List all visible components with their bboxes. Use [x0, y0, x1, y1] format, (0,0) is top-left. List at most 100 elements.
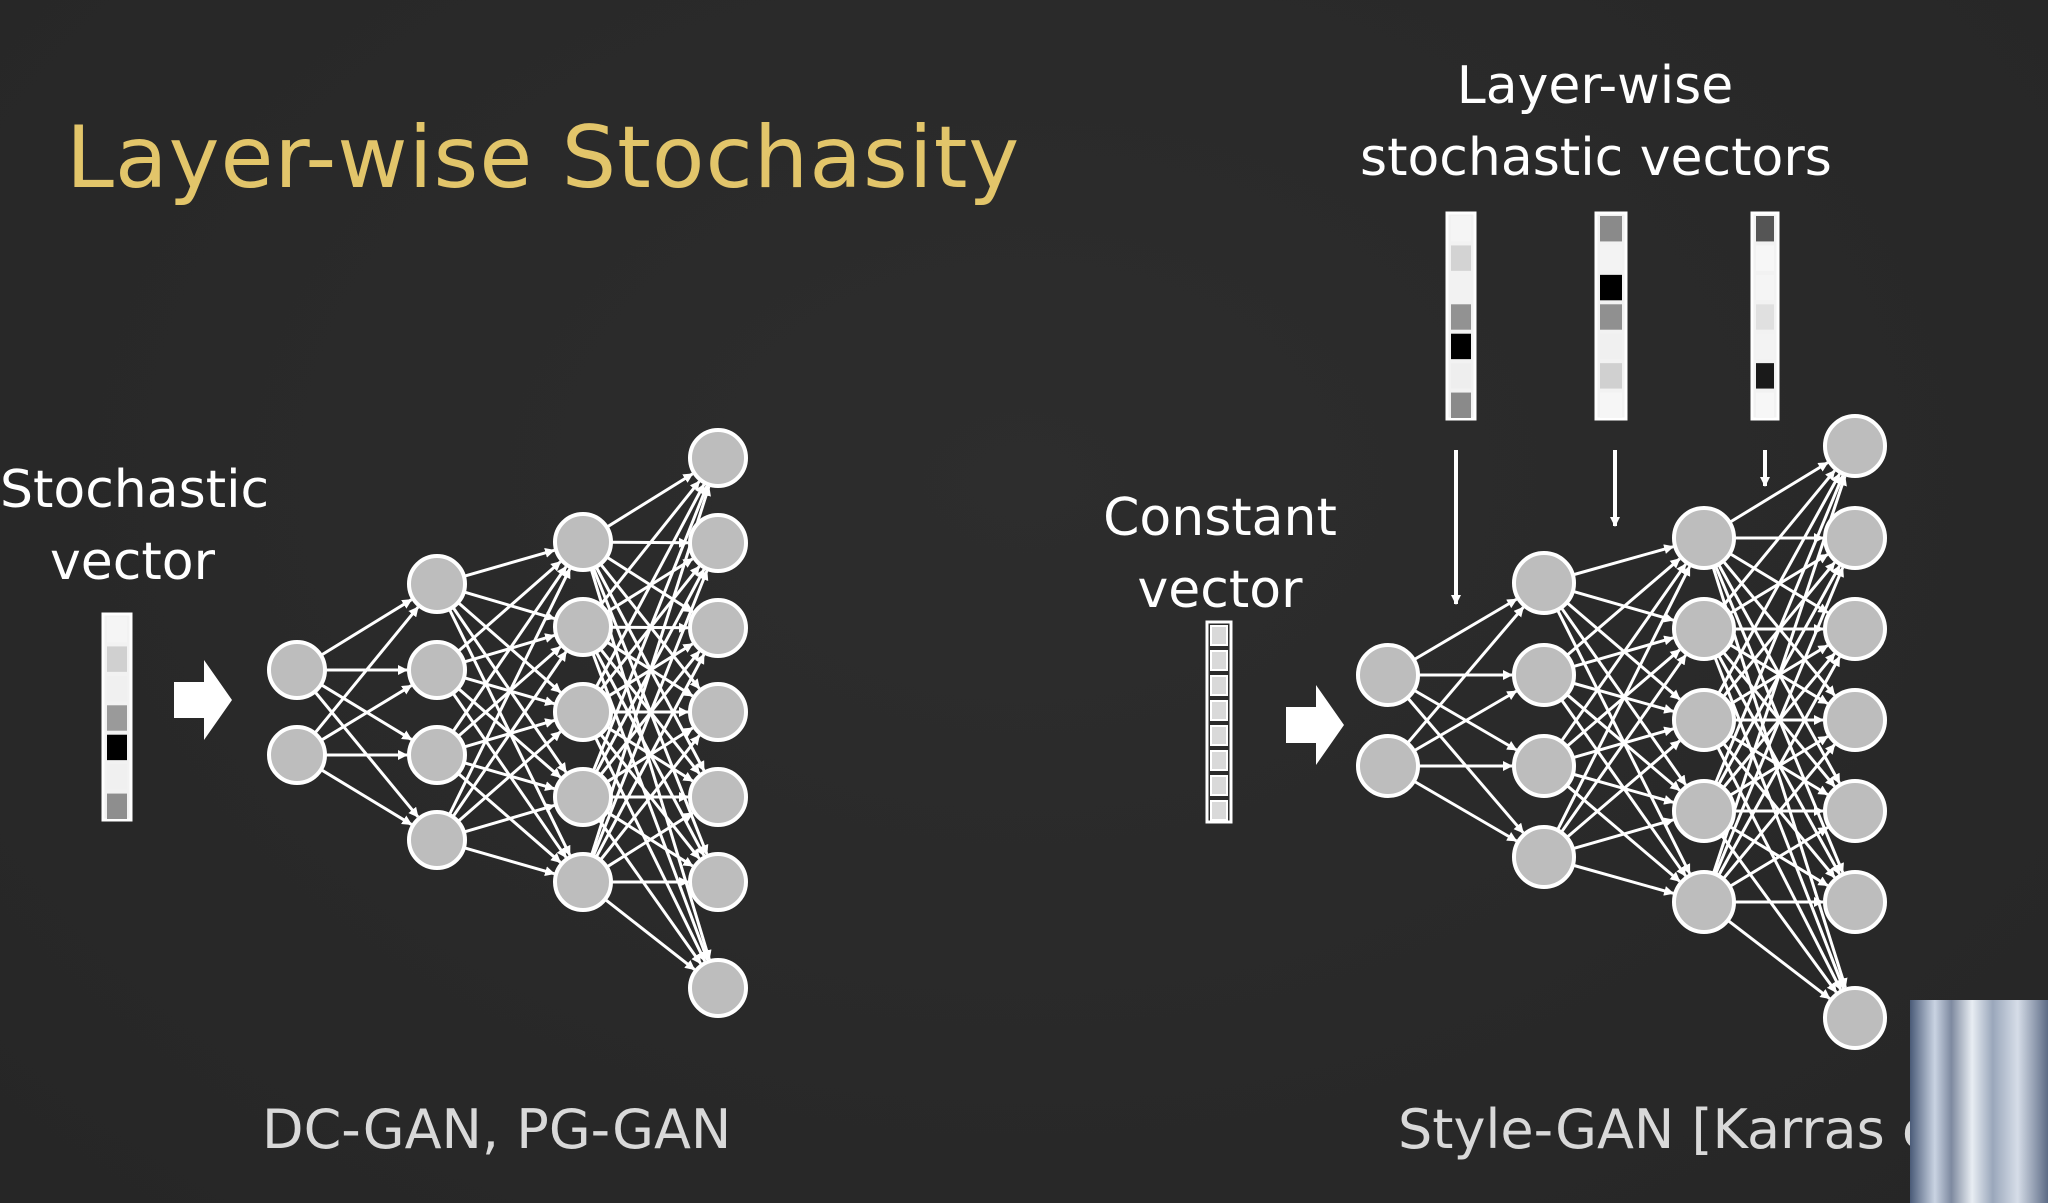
stochastic-vector-2-cell — [1600, 363, 1622, 389]
nodes — [267, 414, 1887, 1050]
right-neuron-layer4 — [1823, 688, 1887, 752]
left-edge — [463, 803, 556, 834]
right-edge — [1722, 743, 1836, 880]
left-edge — [320, 684, 413, 742]
right-edge — [1714, 566, 1845, 875]
right-edge — [1711, 566, 1848, 989]
constant-vector-label: Constant vector — [1090, 482, 1350, 626]
left-neuron-layer4 — [688, 767, 748, 827]
right-edge — [1413, 689, 1518, 753]
left-edge — [605, 811, 694, 869]
right-edge — [1572, 863, 1675, 896]
stochastic-vector-label: Stochastic vector — [0, 454, 270, 598]
right-neuron-layer4 — [1823, 870, 1887, 934]
left-edge — [320, 598, 413, 657]
stochastic-vector-cell — [107, 764, 127, 790]
left-caption: DC-GAN, PG-GAN — [262, 1098, 732, 1161]
left-neuron-layer2 — [407, 640, 467, 700]
left-edge — [594, 483, 706, 688]
constant-vector-cell — [1210, 750, 1228, 771]
left-neuron-layer4 — [688, 682, 748, 742]
right-neuron-layer4 — [1823, 506, 1887, 570]
constant-vector-cell — [1210, 675, 1228, 696]
left-edge — [447, 568, 572, 816]
arrows — [174, 450, 1770, 765]
constant-vector-cell — [1210, 775, 1228, 796]
left-neuron-layer4 — [688, 428, 748, 488]
right-edge — [1720, 834, 1838, 994]
left-edge — [599, 734, 701, 862]
right-neuron-layer4 — [1823, 779, 1887, 843]
stochastic-vector-3-cell — [1756, 392, 1774, 418]
constant-vector-cell — [1210, 700, 1228, 721]
left-edge — [604, 898, 696, 971]
stochastic-vector-3-cell — [1756, 274, 1774, 301]
right-edge — [1726, 919, 1831, 1000]
right-edge — [1406, 606, 1525, 745]
stochastic-vector-cell — [107, 734, 127, 761]
constant-vector-cell — [1210, 625, 1228, 646]
input-arrow-right — [1286, 685, 1344, 765]
right-neuron-layer3 — [1672, 870, 1736, 934]
right-edge — [1413, 597, 1518, 662]
stochastic-vector-3-cell — [1756, 304, 1774, 330]
left-neuron-layer3 — [553, 682, 613, 742]
right-edge — [1560, 563, 1687, 743]
right-neuron-layer2 — [1512, 734, 1576, 798]
constant-vector-cell — [1210, 650, 1228, 671]
layerwise-vectors-label: Layer-wise stochastic vectors — [1360, 50, 1832, 194]
right-edge — [1572, 544, 1675, 577]
stochastic-vector-3-cell — [1756, 363, 1774, 389]
stochastic-vector-label-line1: Stochastic — [0, 460, 270, 520]
stochastic-vector-1-cell — [1451, 333, 1471, 360]
right-neuron-layer2 — [1512, 551, 1576, 615]
left-edge — [457, 560, 562, 653]
left-neuron-layer2 — [407, 725, 467, 785]
left-edge — [451, 650, 568, 818]
left-neuron-layer4 — [688, 852, 748, 912]
stochastic-vector-1-cell — [1451, 392, 1471, 418]
left-edge — [591, 484, 709, 772]
right-edge — [1716, 746, 1842, 991]
stochastic-vector-2-cell — [1600, 333, 1622, 360]
left-neuron-layer1 — [267, 725, 327, 785]
vectors — [101, 211, 1780, 824]
left-neuron-layer3 — [553, 597, 613, 657]
left-edge — [593, 736, 707, 962]
stochastic-vector-label-line2: vector — [50, 532, 215, 592]
left-edge — [594, 653, 706, 858]
stochastic-vector-1-cell — [1451, 363, 1471, 389]
left-neuron-layer3 — [553, 852, 613, 912]
right-neuron-layer2 — [1512, 825, 1576, 889]
left-edge — [451, 565, 568, 733]
right-edge — [1713, 656, 1845, 990]
left-edge — [457, 730, 562, 823]
right-edge — [1728, 826, 1829, 888]
stochastic-vector-1-cell — [1451, 245, 1471, 271]
stochastic-vector-1 — [1445, 211, 1477, 421]
right-neuron-layer3 — [1672, 688, 1736, 752]
right-edge — [1413, 779, 1518, 843]
stochastic-vector-3-cell — [1756, 245, 1774, 271]
left-neuron-layer2 — [407, 554, 467, 614]
right-neuron-layer1 — [1356, 734, 1420, 798]
slide-title: Layer-wise Stochasity — [66, 108, 1021, 208]
left-neuron-layer4 — [688, 598, 748, 658]
right-neuron-layer4 — [1823, 597, 1887, 661]
right-neuron-layer3 — [1672, 506, 1736, 570]
stochastic-vector-2-cell — [1600, 245, 1622, 271]
right-edge — [1556, 565, 1691, 831]
constant-vector-label-line2: vector — [1137, 560, 1303, 620]
left-neuron-layer2 — [407, 810, 467, 870]
left-neuron-layer3 — [553, 767, 613, 827]
right-neuron-layer4 — [1823, 414, 1887, 478]
right-edge — [1717, 473, 1841, 695]
right-edge — [1728, 461, 1829, 524]
stochastic-vector-3 — [1750, 211, 1780, 421]
input-arrow-left — [174, 660, 232, 740]
left-edge — [597, 818, 702, 965]
right-edge — [1714, 474, 1845, 784]
edges — [313, 461, 1848, 1000]
right-caption: Style-GAN [Karras et — [1398, 1098, 1957, 1161]
